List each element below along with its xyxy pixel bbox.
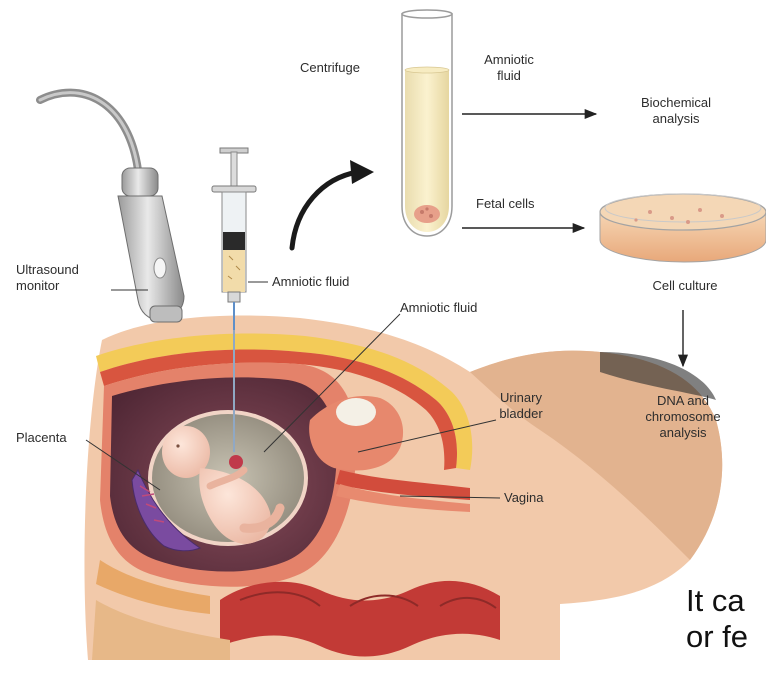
abdomen-cross-section — [84, 316, 722, 660]
label-urinary-bladder: Urinary bladder — [486, 390, 556, 422]
label-biochemical-line1: Biochemical — [628, 95, 724, 111]
bladder-highlight — [336, 398, 376, 426]
caption-text: It ca or fe — [686, 583, 766, 655]
label-ultrasound-line1: Ultrasound — [16, 262, 79, 278]
label-ultrasound-line2: monitor — [16, 278, 79, 294]
label-amniotic-fluid-top: Amniotic fluid — [479, 52, 539, 84]
label-cell-culture: Cell culture — [640, 278, 730, 294]
label-amniotic-fluid-uterus: Amniotic fluid — [400, 300, 477, 316]
label-dna-analysis: DNA and chromosome analysis — [630, 393, 736, 441]
label-urinary-line2: bladder — [486, 406, 556, 422]
label-centrifuge: Centrifuge — [300, 60, 360, 76]
curved-transfer-arrow — [292, 172, 358, 248]
label-biochemical-analysis: Biochemical analysis — [628, 95, 724, 127]
label-vagina: Vagina — [504, 490, 544, 506]
label-urinary-line1: Urinary — [486, 390, 556, 406]
caption-line1: It ca — [686, 583, 766, 619]
label-placenta: Placenta — [16, 430, 67, 446]
label-amniotic-fluid-syringe: Amniotic fluid — [272, 274, 349, 290]
label-dna-line2: chromosome — [630, 409, 736, 425]
probe-cable — [40, 93, 138, 170]
label-amniotic-fluid-top-line2: fluid — [479, 68, 539, 84]
label-amniotic-fluid-top-line1: Amniotic — [479, 52, 539, 68]
label-dna-line3: analysis — [630, 425, 736, 441]
caption-line2: or fe — [686, 619, 766, 655]
label-ultrasound-monitor: Ultrasound monitor — [16, 262, 79, 294]
centrifuge-tube — [402, 10, 452, 236]
label-fetal-cells: Fetal cells — [476, 196, 535, 212]
label-dna-line1: DNA and — [630, 393, 736, 409]
label-biochemical-line2: analysis — [628, 111, 724, 127]
culture-dish — [600, 194, 766, 262]
